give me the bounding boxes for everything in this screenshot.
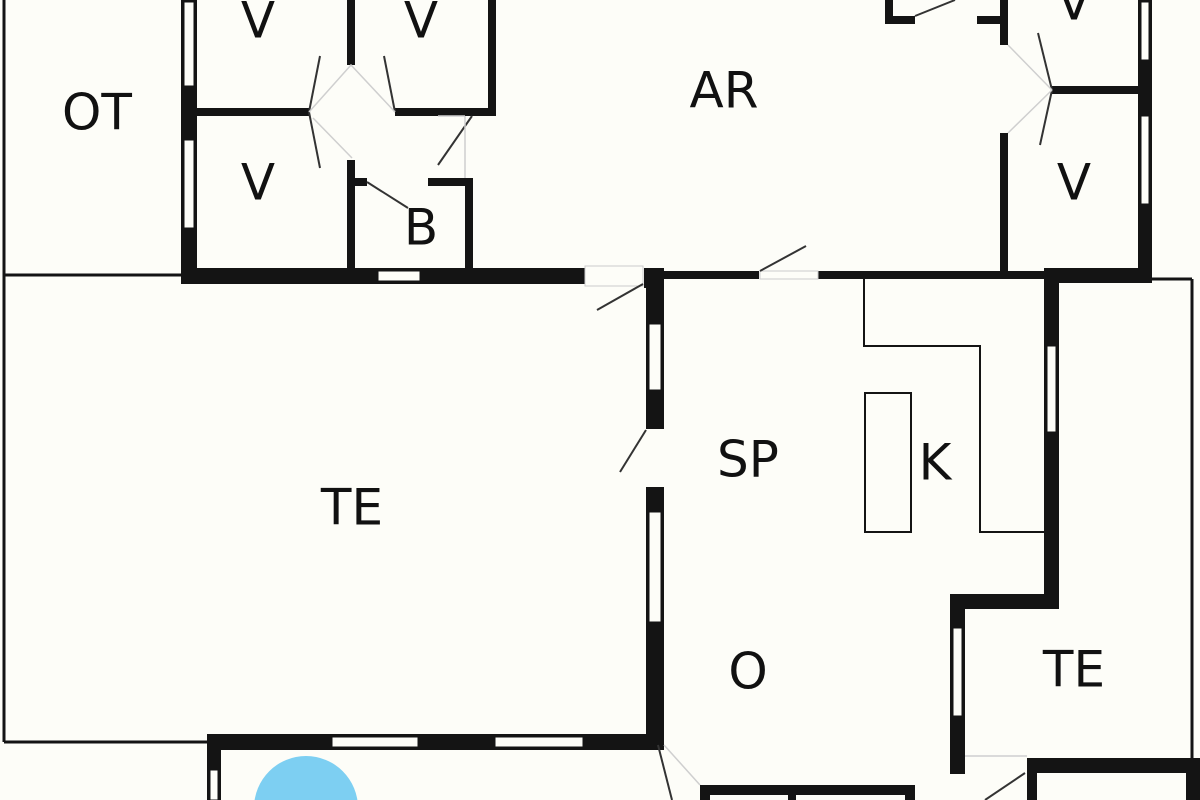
door-swings xyxy=(308,0,1053,800)
room-label-v5: V xyxy=(1057,154,1091,212)
room-label-sp: SP xyxy=(717,431,779,489)
thin-outlines xyxy=(2,0,1194,772)
room-label-te2: TE xyxy=(1042,641,1105,699)
room-label-b: B xyxy=(404,199,438,257)
windows xyxy=(183,1,1150,800)
door-openings xyxy=(308,44,1053,786)
kitchen-counters xyxy=(863,279,1044,533)
room-label-v4: V xyxy=(1057,0,1091,32)
room-label-v3: V xyxy=(241,154,275,212)
hot-tub xyxy=(254,756,358,800)
room-label-k: K xyxy=(919,434,953,492)
room-label-o: O xyxy=(728,643,767,701)
room-label-ot: OT xyxy=(62,84,132,142)
room-label-v1: V xyxy=(241,0,275,50)
room-label-te1: TE xyxy=(320,479,383,537)
room-label-ar: AR xyxy=(690,62,759,120)
room-label-v2: V xyxy=(404,0,438,50)
